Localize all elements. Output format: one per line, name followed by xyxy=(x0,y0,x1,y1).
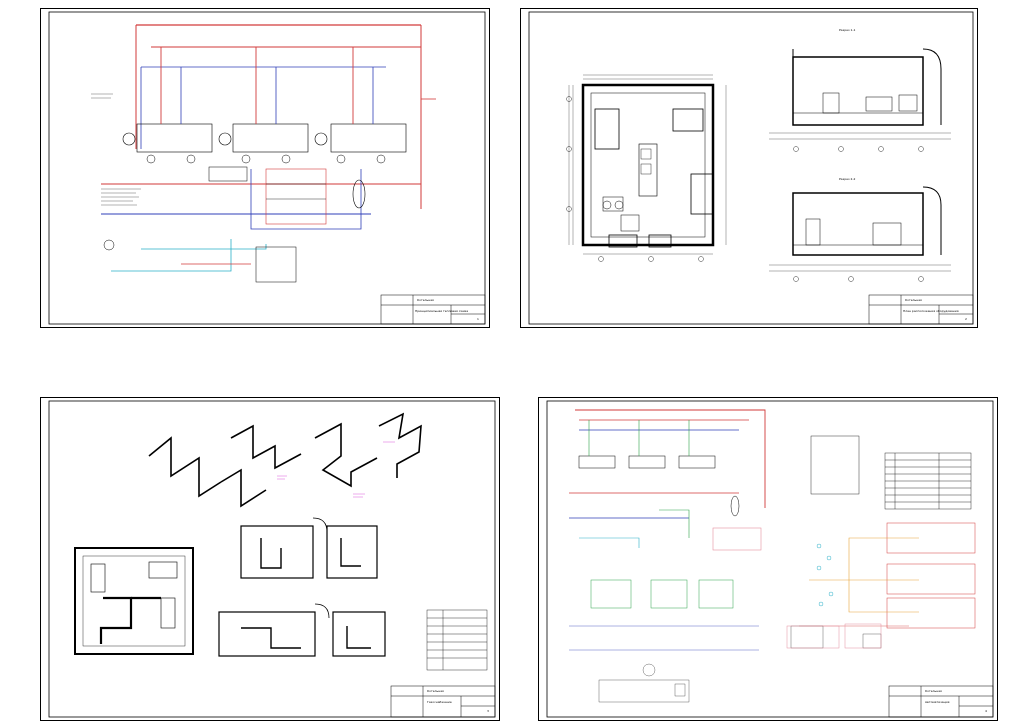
title-block-1 xyxy=(380,294,486,325)
drawing-sheet-3: Котельная Газоснабжение 3 xyxy=(40,397,500,721)
title-block-project: Котельная xyxy=(427,689,444,693)
title-block-drawing-title: Принципиальная тепловая схема xyxy=(415,309,469,313)
title-block-sheet-number: 4 xyxy=(985,709,987,713)
instrument-legend xyxy=(884,452,972,510)
title-block-project: Котельная xyxy=(417,298,434,302)
title-block-sheet-number: 2 xyxy=(965,317,967,321)
title-block-2 xyxy=(868,294,974,325)
title-block-drawing-title: Газоснабжение xyxy=(427,700,452,704)
drawing-sheet-4: Котельная Автоматизация 4 xyxy=(538,397,998,721)
heating-scheme-drawing xyxy=(48,11,486,325)
section-label-1: Разрез 1-1 xyxy=(839,28,856,32)
drawing-sheet-1: Котельная Принципиальная тепловая схема … xyxy=(40,8,490,328)
automation-drawing xyxy=(546,400,994,718)
title-block-sheet-number: 3 xyxy=(487,709,489,713)
title-block-4 xyxy=(888,685,994,718)
legend-table xyxy=(426,609,488,671)
title-block-sheet-number: 1 xyxy=(477,317,479,321)
gas-piping-drawing xyxy=(48,400,496,718)
drawing-sheet-2: Разрез 1-1 Разрез 2-2 Котельная План рас… xyxy=(520,8,978,328)
title-block-project: Котельная xyxy=(925,689,942,693)
title-block-3 xyxy=(390,685,496,718)
title-block-project: Котельная xyxy=(905,298,922,302)
section-label-2: Разрез 2-2 xyxy=(839,177,856,181)
equipment-plan-drawing xyxy=(528,11,974,325)
title-block-drawing-title: План расположения оборудования xyxy=(903,309,959,313)
title-block-drawing-title: Автоматизация xyxy=(925,700,950,704)
